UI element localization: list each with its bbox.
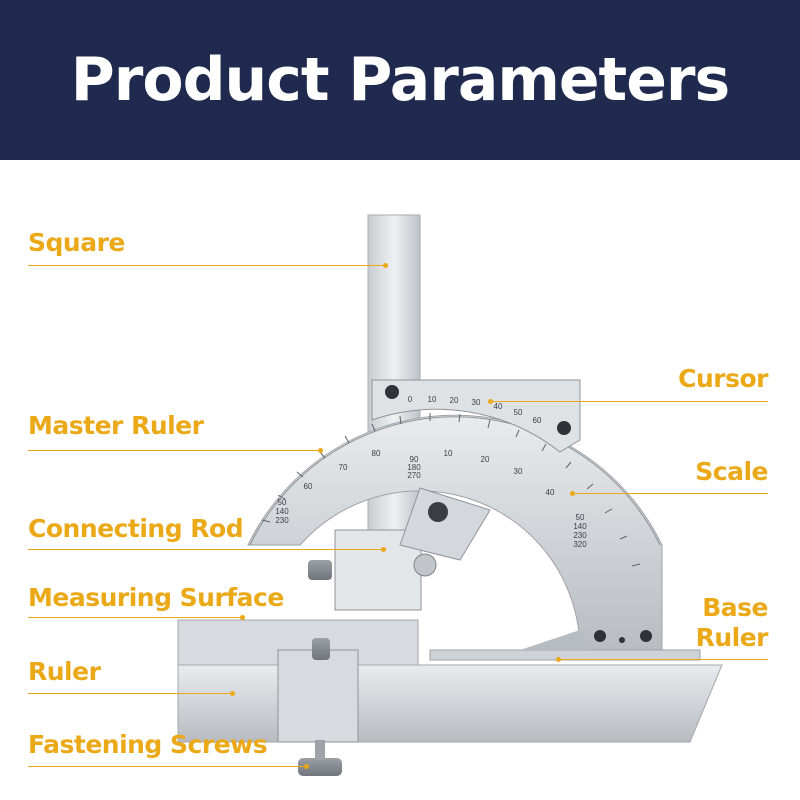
scale-mark: 50 (576, 513, 585, 522)
leader-line-connecting-rod (28, 549, 383, 550)
master-ruler-arc (247, 414, 663, 653)
scale-mark: 90 (410, 455, 419, 464)
leader-dot-scale (570, 491, 575, 496)
label-ruler: Ruler (28, 657, 101, 686)
label-square: Square (28, 228, 125, 257)
label-measuring-surface: Measuring Surface (28, 583, 284, 612)
cursor-mark: 0 (408, 395, 413, 404)
scale-mark: 180 (407, 463, 421, 472)
label-cursor: Cursor (678, 364, 768, 393)
label-scale: Scale (695, 457, 768, 486)
leader-line-cursor (490, 401, 768, 402)
scale-mark: 320 (573, 540, 587, 549)
scale-mark: 70 (339, 463, 348, 472)
label-base-ruler-line2: Ruler (695, 623, 769, 652)
scale-mark: 80 (372, 449, 381, 458)
header-banner: Product Parameters (0, 0, 800, 160)
scale-mark: 30 (514, 467, 523, 476)
cursor-mark: 50 (514, 408, 523, 417)
cursor-mark: 20 (450, 396, 459, 405)
leader-dot-square (383, 263, 388, 268)
scale-mark: 230 (275, 516, 289, 525)
measuring-surface-knob (308, 560, 332, 580)
fastening-clamp (277, 649, 359, 743)
fastening-screw-knob (298, 758, 342, 776)
leader-dot-ruler (230, 691, 235, 696)
label-fastening-screws: Fastening Screws (28, 730, 268, 759)
label-base-ruler-line1: Base (702, 593, 768, 622)
scale-mark: 50 (278, 498, 287, 507)
page-title: Product Parameters (70, 45, 730, 115)
label-master-ruler: Master Ruler (28, 411, 204, 440)
universal-bevel-protractor-image: 80 70 60 50 140 230 90 180 270 10 20 30 … (177, 214, 723, 776)
connecting-rod-link (399, 487, 491, 561)
scale-mark: 230 (573, 531, 587, 540)
scale-mark: 270 (407, 471, 421, 480)
leader-dot-measuring-surface (240, 615, 245, 620)
leader-line-ruler (28, 693, 232, 694)
cursor-mark: 30 (472, 398, 481, 407)
base-ruler (429, 649, 701, 661)
leader-line-fastening-screws (28, 766, 306, 767)
cursor-mark: 60 (533, 416, 542, 425)
scale-mark: 10 (444, 449, 453, 458)
scale-mark: 140 (573, 522, 587, 531)
scale-mark: 60 (304, 482, 313, 491)
leader-dot-connecting-rod (381, 547, 386, 552)
label-connecting-rod: Connecting Rod (28, 514, 244, 543)
leader-line-scale (572, 493, 768, 494)
leader-dot-master-ruler (318, 448, 323, 453)
leader-dot-cursor (488, 399, 493, 404)
scale-mark: 140 (275, 507, 289, 516)
leader-dot-base-ruler (556, 657, 561, 662)
leader-line-master-ruler (28, 450, 320, 451)
scale-mark: 20 (481, 455, 490, 464)
leader-line-measuring-surface (28, 617, 242, 618)
scale-mark: 40 (546, 488, 555, 497)
cursor-mark: 40 (494, 402, 503, 411)
cursor-plate (371, 379, 581, 453)
leader-dot-fastening-screws (304, 764, 309, 769)
arc-ticks (261, 413, 641, 567)
leader-line-base-ruler (558, 659, 768, 660)
master-ruler-arc-outer (249, 416, 661, 546)
cursor-mark: 10 (428, 395, 437, 404)
leader-line-square (28, 265, 385, 266)
scale-numbers: 80 70 60 50 140 230 90 180 270 10 20 30 … (275, 395, 587, 549)
